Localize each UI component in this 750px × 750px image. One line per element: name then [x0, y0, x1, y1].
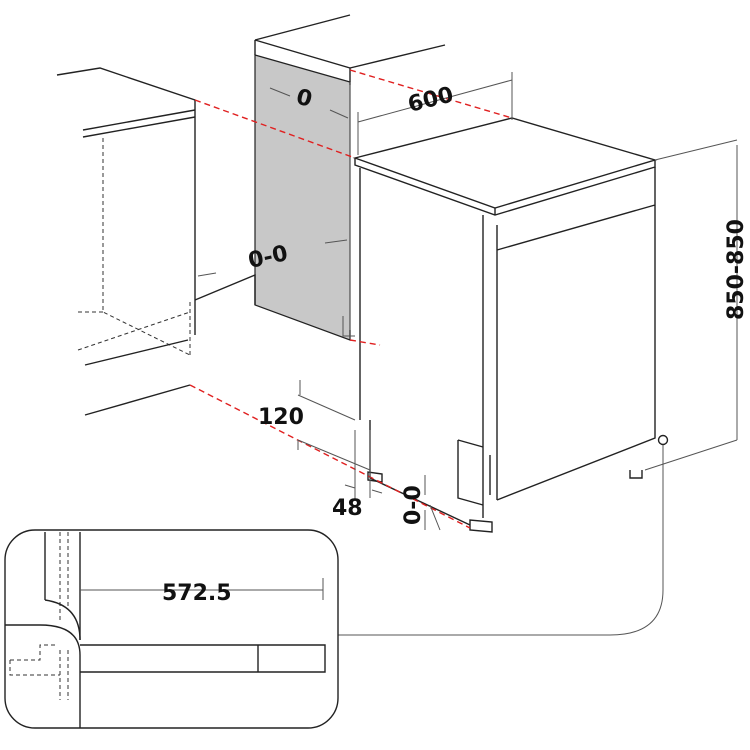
wall-panel	[194, 14, 446, 341]
foot-adjust-label: 0-0	[401, 485, 426, 525]
alignment-guides	[189, 69, 513, 529]
left-cabinet	[56, 67, 217, 416]
dishwasher	[352, 117, 669, 533]
dimension-lines	[297, 72, 738, 636]
inset-detail	[4, 529, 339, 729]
width-label: 600	[405, 82, 456, 117]
plinth-height-label: 120	[258, 405, 304, 430]
height-label: 850-850	[724, 219, 749, 320]
side-gap-label: 0	[293, 85, 314, 113]
plinth-recess-label: 48	[332, 496, 363, 521]
inset-depth-label: 572.5	[162, 581, 232, 606]
